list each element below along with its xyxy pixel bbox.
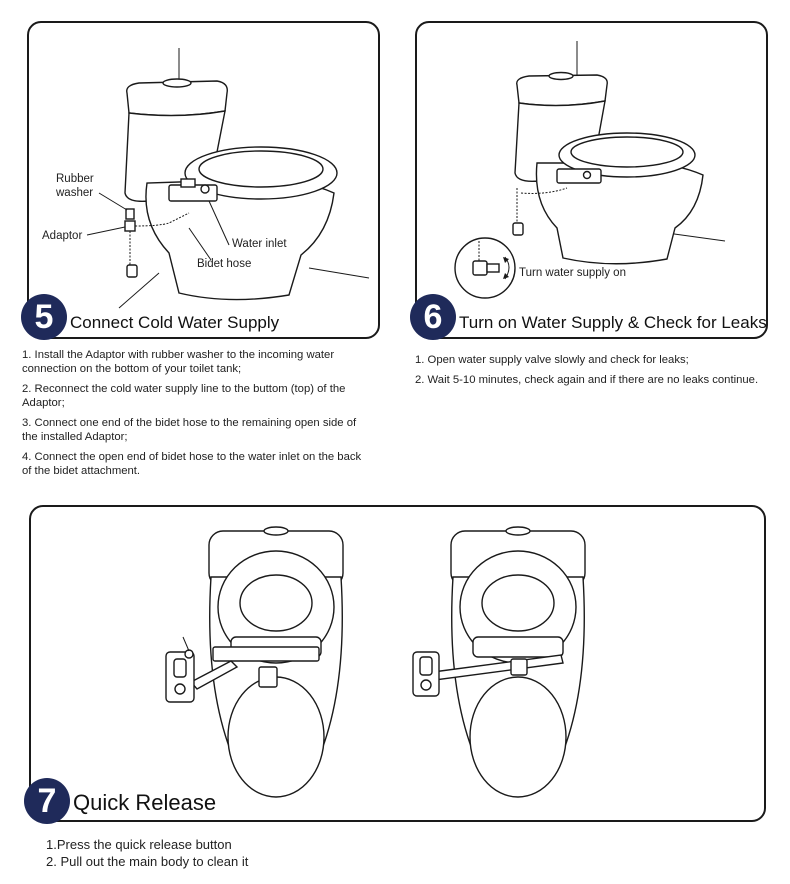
step5-instructions: 1. Install the Adaptor with rubber washe… [22,348,372,484]
step5-title: Connect Cold Water Supply [70,313,280,332]
toilet-topview-left [165,526,344,798]
step6-number-badge: 6 [410,294,456,340]
toilet-illustration-step5 [86,48,370,309]
step6-instructions: 1. Open water supply valve slowly and ch… [415,353,760,393]
label-bidet-hose: Bidet hose [197,258,252,270]
step5-panel: Rubber washer Adaptor Water inlet Bidet … [27,21,380,339]
step5-instruction-1: 1. Install the Adaptor with rubber washe… [22,349,335,375]
step6-instruction-2: 2. Wait 5-10 minutes, check again and if… [415,374,759,386]
toilet-topview-right [412,526,586,798]
step6-panel: Turn water supply on [415,21,768,339]
step6-instruction-1: 1. Open water supply valve slowly and ch… [415,354,689,366]
step7-title: Quick Release [73,790,217,815]
label-rubber-washer-line2: washer [56,187,94,199]
step7-instructions: 1.Press the quick release button 2. Pull… [46,836,446,870]
toilet-illustration-step6 [454,41,726,299]
label-water-inlet: Water inlet [232,238,287,250]
step5-instruction-3: 3. Connect one end of the bidet hose to … [22,417,357,443]
label-adaptor: Adaptor [42,230,83,242]
step7-instruction-1: 1.Press the quick release button [46,837,232,852]
step7-number-badge: 7 [24,778,70,824]
step7-instruction-2: 2. Pull out the main body to clean it [46,854,249,869]
step6-title: Turn on Water Supply & Check for Leaks [459,313,767,332]
step5-number-badge: 5 [21,294,67,340]
step7-panel [29,505,766,822]
label-turn-water-supply-on: Turn water supply on [519,267,626,279]
step5-instruction-2: 2. Reconnect the cold water supply line … [22,383,346,409]
toilet-topview-illustrations [165,526,586,798]
step5-instruction-4: 4. Connect the open end of bidet hose to… [22,451,362,477]
label-rubber-washer-line1: Rubber [56,173,94,185]
